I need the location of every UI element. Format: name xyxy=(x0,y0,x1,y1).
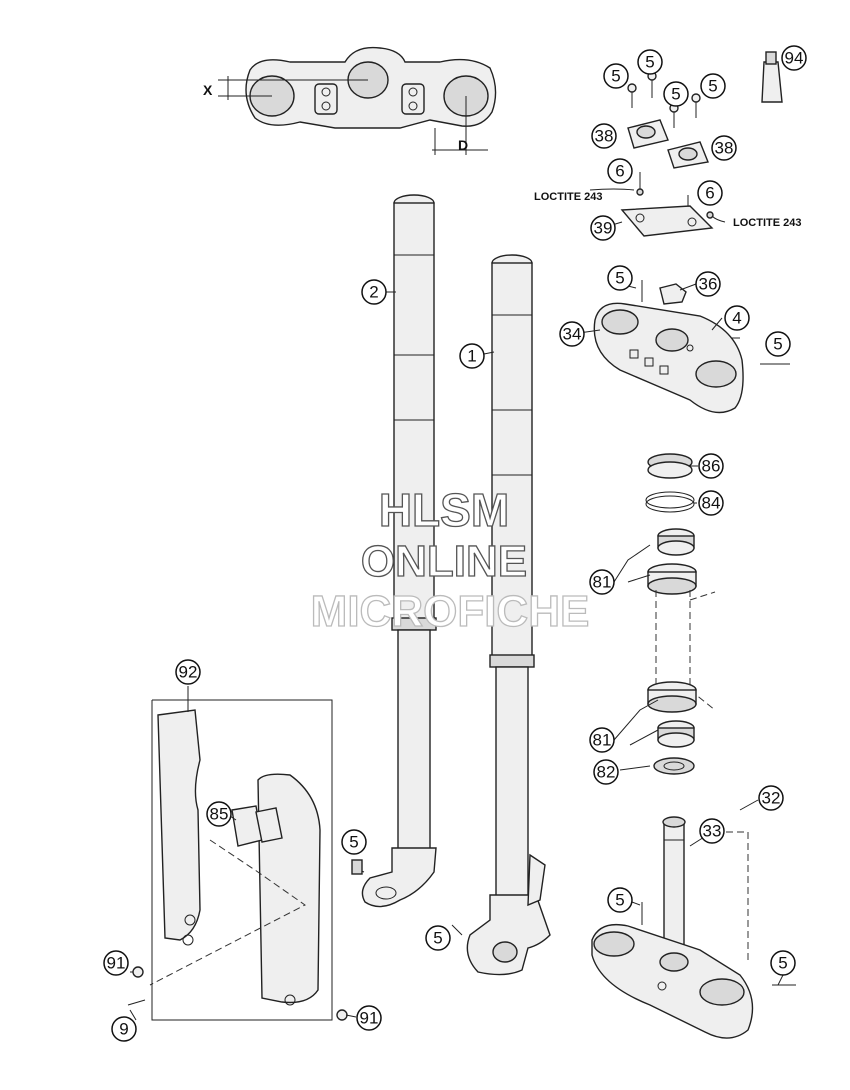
callout-36: 36 xyxy=(695,271,721,297)
callout-32: 32 xyxy=(758,785,784,811)
callout-94: 94 xyxy=(781,45,807,71)
callout-label-5i: 5 xyxy=(349,833,358,852)
callout-81b: 81 xyxy=(589,727,615,753)
fork-guard-group xyxy=(127,699,463,1021)
callout-label-6b: 6 xyxy=(705,184,714,203)
callout-label-4: 4 xyxy=(732,309,741,328)
callout-label-5j: 5 xyxy=(433,929,442,948)
callout-5e: 5 xyxy=(607,265,633,291)
callout-label-91a: 91 xyxy=(107,954,126,973)
callout-label-34: 34 xyxy=(563,325,582,344)
callout-91a: 91 xyxy=(103,950,129,976)
callout-39: 39 xyxy=(590,215,616,241)
fork-leg-right xyxy=(466,254,551,976)
callout-4: 4 xyxy=(724,305,750,331)
lower-triple-clamp xyxy=(591,816,796,1039)
callout-circle-94 xyxy=(781,45,807,71)
callout-label-9: 9 xyxy=(119,1020,128,1039)
watermark-line-2: ONLINE xyxy=(361,537,527,586)
fork-leg-left xyxy=(361,194,437,908)
callout-5f: 5 xyxy=(765,331,791,357)
callout-label-38a: 38 xyxy=(595,127,614,146)
callout-label-81a: 81 xyxy=(593,573,612,592)
callout-label-5a: 5 xyxy=(611,67,620,86)
callout-1: 1 xyxy=(459,343,485,369)
callout-33: 33 xyxy=(699,818,725,844)
callout-5b: 5 xyxy=(637,49,663,75)
callout-9: 9 xyxy=(111,1016,137,1042)
callout-5g: 5 xyxy=(607,887,633,913)
callout-label-85: 85 xyxy=(210,805,229,824)
callout-label-81b: 81 xyxy=(593,731,612,750)
callout-6b: 6 xyxy=(697,180,723,206)
callout-label-82: 82 xyxy=(597,763,616,782)
callout-label-92: 92 xyxy=(179,663,198,682)
callout-label-36: 36 xyxy=(699,275,718,294)
callout-2: 2 xyxy=(361,279,387,305)
callout-5i: 5 xyxy=(341,829,367,855)
watermark: HLSM ONLINE MICROFICHE xyxy=(310,483,590,636)
callout-81a: 81 xyxy=(589,569,615,595)
callout-label-91b: 91 xyxy=(360,1009,379,1028)
triple-clamp-detail: X D xyxy=(203,46,497,155)
callout-label-2: 2 xyxy=(369,283,378,302)
callout-label-5d: 5 xyxy=(708,77,717,96)
watermark-line-1: HLSM xyxy=(379,484,509,536)
callout-5h: 5 xyxy=(770,950,796,976)
callout-label-5e: 5 xyxy=(615,269,624,288)
callout-82: 82 xyxy=(593,759,619,785)
callout-34: 34 xyxy=(559,321,585,347)
callout-label-38b: 38 xyxy=(715,139,734,158)
callout-label-5f: 5 xyxy=(773,335,782,354)
callout-85: 85 xyxy=(206,801,232,827)
upper-triple-clamp xyxy=(593,280,790,414)
callout-92: 92 xyxy=(175,659,201,685)
watermark-line-3: MICROFICHE xyxy=(311,587,590,636)
callout-label-84: 84 xyxy=(702,494,721,513)
callout-5a: 5 xyxy=(603,63,629,89)
callout-label-39: 39 xyxy=(594,219,613,238)
callout-84: 84 xyxy=(698,490,724,516)
callout-label-5b: 5 xyxy=(645,53,654,72)
callout-5d: 5 xyxy=(700,73,726,99)
callout-label-5h: 5 xyxy=(778,954,787,973)
dimension-x-label: X xyxy=(203,82,213,98)
callout-label-5g: 5 xyxy=(615,891,624,910)
callout-86: 86 xyxy=(698,453,724,479)
handlebar-clamp-group: LOCTITE 243 LOCTITE 243 xyxy=(534,51,801,237)
callout-91b: 91 xyxy=(356,1005,382,1031)
callout-38a: 38 xyxy=(591,123,617,149)
callout-label-94: 94 xyxy=(785,49,804,68)
callout-label-5c: 5 xyxy=(671,85,680,104)
callout-5c: 5 xyxy=(663,81,689,107)
callout-6a: 6 xyxy=(607,158,633,184)
loctite-note-right: LOCTITE 243 xyxy=(733,217,801,229)
dimension-d-label: D xyxy=(458,137,468,153)
callout-label-32: 32 xyxy=(762,789,781,808)
callout-layer: 94 5 5 5 5 38 38 6 6 39 5 36 4 34 5 2 1 … xyxy=(103,45,807,1042)
callout-5j: 5 xyxy=(425,925,451,951)
callout-label-86: 86 xyxy=(702,457,721,476)
steering-bearing-set xyxy=(645,453,716,775)
callout-38b: 38 xyxy=(711,135,737,161)
loctite-note-left: LOCTITE 243 xyxy=(534,191,602,203)
callout-label-33: 33 xyxy=(703,822,722,841)
callout-label-6a: 6 xyxy=(615,162,624,181)
callout-label-1: 1 xyxy=(467,347,476,366)
